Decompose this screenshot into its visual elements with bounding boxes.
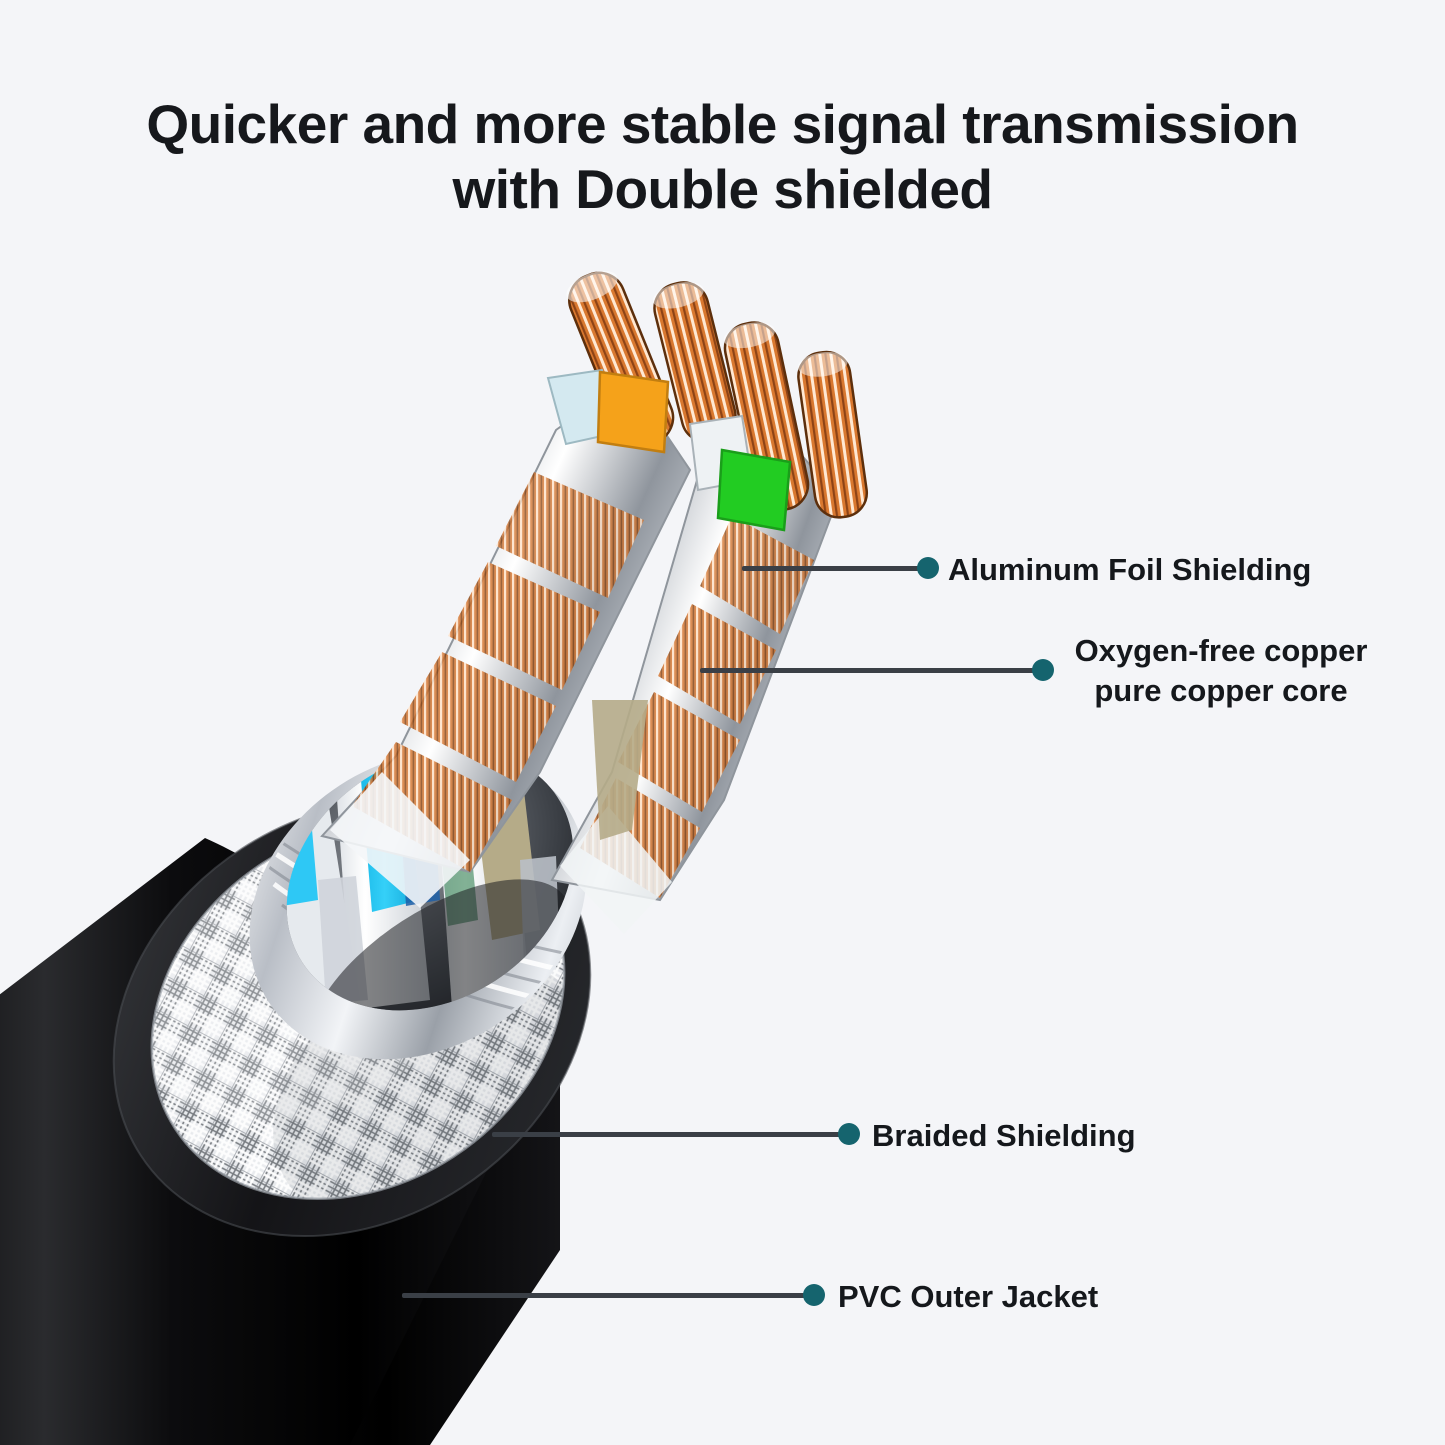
page-title-line-2: with Double shielded [452,157,993,220]
leader-line-aluminum-foil [742,566,932,571]
callout-label-braided-shielding: Braided Shielding [872,1118,1136,1153]
leader-line-braided-shielding [492,1132,850,1137]
callout-label-aluminum-foil: Aluminum Foil Shielding [948,552,1312,587]
twisted-pair-left [320,270,737,908]
callout-label-pvc-outer-jacket: PVC Outer Jacket [838,1279,1099,1314]
tan-wire-tip [592,700,648,840]
callout-label-oxygen-free-copper-line-1: Oxygen-free copper [1074,633,1368,668]
page-title-line-1: Quicker and more stable signal transmiss… [146,93,1299,155]
leader-line-pvc-outer-jacket [402,1293,814,1298]
leader-line-oxygen-free-copper [700,668,1048,673]
leader-dot-braided-shielding [838,1123,860,1145]
callout-label-oxygen-free-copper-line-2: pure copper core [1094,672,1348,708]
leader-dot-pvc-outer-jacket [803,1284,825,1306]
page-title: Quicker and more stable signal transmiss… [0,92,1445,222]
callout-label-oxygen-free-copper: Oxygen-free copper pure copper core [1062,631,1380,710]
leader-dot-oxygen-free-copper [1032,659,1054,681]
leader-dot-aluminum-foil [917,557,939,579]
